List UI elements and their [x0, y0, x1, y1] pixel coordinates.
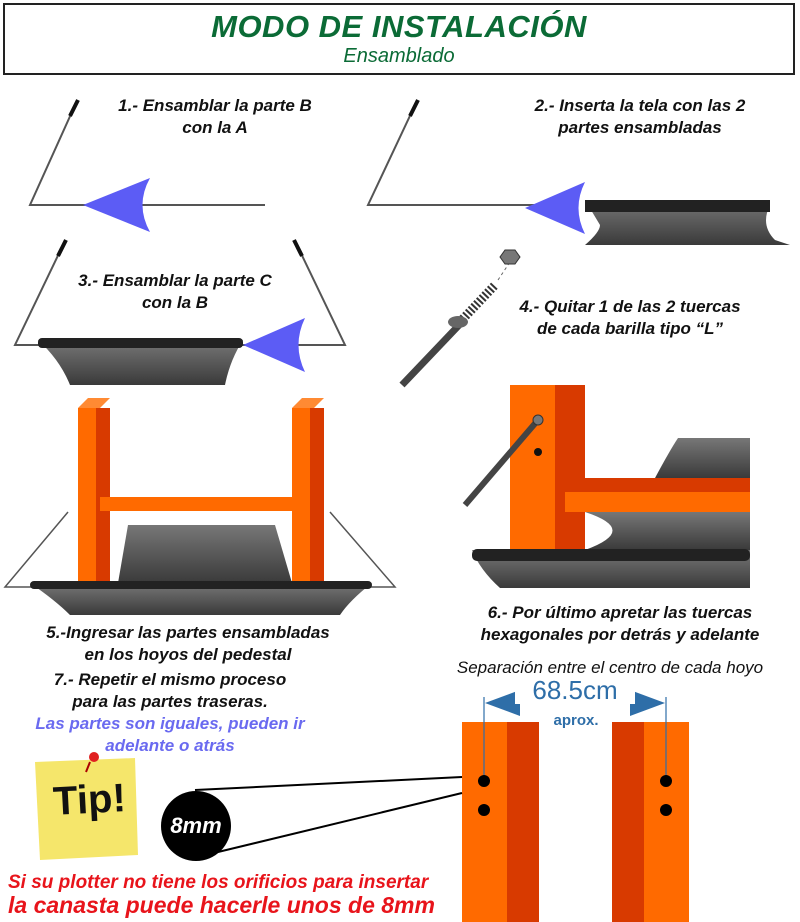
- step-5-text: 5.-Ingresar las partes ensambladas en lo…: [18, 622, 358, 666]
- measurement-caption: Separación entre el centro de cada hoyo: [456, 658, 764, 677]
- parts-note: Las partes son iguales, pueden ir adelan…: [5, 713, 335, 757]
- step1-rod-illustration: [28, 99, 265, 206]
- step-line: con la A: [182, 118, 248, 137]
- step-line: hexagonales por detrás y adelante: [480, 625, 760, 644]
- tip-text-line1: Si su plotter no tiene los orificios par…: [8, 872, 429, 893]
- measurement-qualifier: aprox.: [553, 712, 599, 729]
- step-line: de cada barilla tipo “L”: [536, 319, 724, 338]
- step-line: 5.-Ingresar las partes ensambladas: [46, 623, 330, 642]
- measurement-value: 68.5cm: [515, 676, 635, 704]
- note-line: adelante o atrás: [105, 736, 235, 755]
- step-2-text: 2.- Inserta la tela con las 2 partes ens…: [510, 95, 770, 139]
- tip-label: Tip!: [52, 776, 127, 824]
- step-line: 2.- Inserta la tela con las 2: [534, 96, 746, 115]
- step-line: para las partes traseras.: [72, 692, 268, 711]
- step-line: 3.- Ensamblar la parte C: [78, 271, 272, 290]
- pedestal-detail-illustration: [462, 385, 750, 588]
- note-line: Las partes son iguales, pueden ir: [35, 714, 305, 733]
- header-box: MODO DE INSTALACIÓN Ensamblado: [3, 3, 795, 75]
- step-4-text: 4.- Quitar 1 de las 2 tuercas de cada ba…: [500, 296, 760, 340]
- pedestal-front-illustration: [3, 398, 397, 615]
- step-line: 6.- Por último apretar las tuercas: [487, 603, 753, 622]
- step-1-text: 1.- Ensamblar la parte B con la A: [85, 95, 345, 139]
- hole-size-label: 8mm: [170, 813, 222, 838]
- tip-sticky-note: [35, 752, 138, 860]
- arrow-left-icon: [525, 182, 585, 234]
- step-line: 7.- Repetir el mismo proceso: [53, 670, 287, 689]
- arrow-left-icon: [83, 178, 150, 232]
- tip-text-line2: la canasta puede hacerle unos de 8mm: [8, 892, 435, 918]
- page-title: MODO DE INSTALACIÓN: [211, 9, 587, 44]
- basket-rim: [585, 200, 770, 212]
- page-subtitle: Ensamblado: [343, 45, 455, 67]
- step2-rod-illustration: [366, 99, 560, 206]
- step-3-text: 3.- Ensamblar la parte C con la B: [45, 270, 305, 314]
- step-7-text: 7.- Repetir el mismo proceso para las pa…: [30, 669, 310, 713]
- bolt-nut-illustration: [399, 249, 521, 388]
- step-line: con la B: [141, 293, 209, 312]
- arrow-left-icon: [243, 318, 305, 372]
- step-line: partes ensambladas: [558, 118, 722, 137]
- pedestal-holes-illustration: [462, 697, 689, 922]
- step-line: 4.- Quitar 1 de las 2 tuercas: [519, 297, 741, 316]
- hole-zoom-callout: [161, 776, 463, 861]
- basket-illustration: [38, 340, 243, 385]
- step-line: 1.- Ensamblar la parte B: [118, 96, 312, 115]
- step-line: en los hoyos del pedestal: [84, 645, 292, 664]
- step-6-text: 6.- Por último apretar las tuercas hexag…: [450, 602, 790, 646]
